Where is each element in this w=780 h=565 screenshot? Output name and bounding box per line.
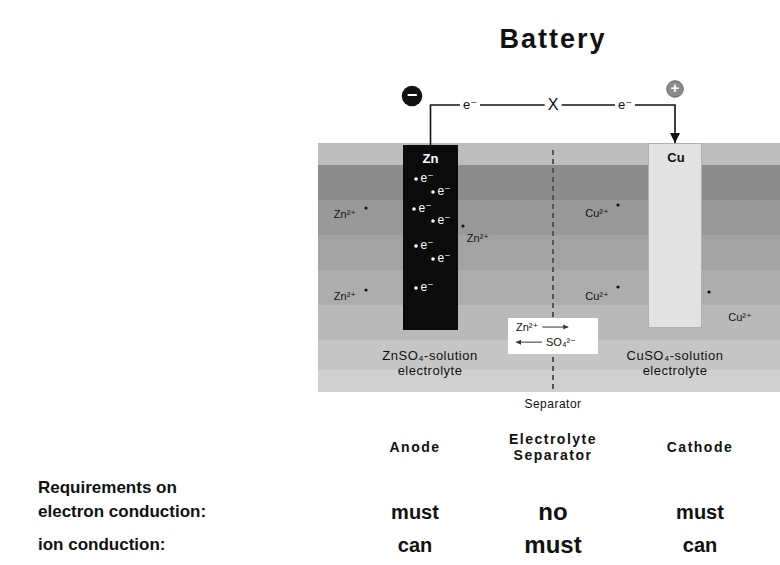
electron-label: e⁻ (420, 281, 433, 294)
electron-dot (431, 257, 435, 261)
electron-dot (431, 190, 435, 194)
electron-dot (414, 177, 418, 181)
ion-dot (364, 206, 367, 209)
electrolyte-band (318, 235, 780, 270)
ion-dot (616, 203, 619, 206)
ion-exchange-box: Zn²⁺ SO₄²⁻ (508, 318, 598, 354)
electron-label: e⁻ (460, 98, 480, 113)
electron-label: e⁻ (437, 214, 450, 227)
ion-label: Zn²⁺ (334, 208, 356, 221)
ion-label: Zn²⁺ (516, 321, 538, 333)
zinc-anode: Zn e⁻ e⁻ e⁻ e⁻ e⁻ e⁻ e⁻ (403, 145, 458, 330)
electron-label: e⁻ (418, 202, 431, 215)
table-cell: must (524, 531, 581, 559)
row-header: Requirements on (38, 478, 177, 498)
ion-label: Zn²⁺ (334, 290, 356, 303)
diagram-title: Battery (499, 24, 606, 55)
separator-label: Separator (524, 398, 581, 412)
row-header: electron conduction: (38, 502, 206, 522)
table-cell: can (683, 534, 717, 557)
table-cell: must (676, 501, 724, 524)
electrolyte-label: ZnSO₄-solution electrolyte (365, 349, 495, 379)
negative-terminal: − (401, 85, 423, 107)
table-cell: no (538, 498, 567, 526)
electron-label: e⁻ (420, 239, 433, 252)
electrolyte-band (318, 165, 780, 200)
ion-label: SO₄²⁻ (546, 336, 576, 348)
electrolyte-band (318, 200, 780, 235)
load-symbol: X (545, 96, 562, 114)
electron-label: e⁻ (615, 98, 635, 113)
copper-cathode: Cu (648, 143, 702, 328)
terminal-sign: − (407, 86, 418, 106)
row-header: ion conduction: (38, 535, 165, 555)
terminal-sign: + (671, 80, 680, 97)
ion-label: Cu²⁺ (585, 207, 609, 220)
electron-dot (412, 207, 416, 211)
electrolyte-band (318, 270, 780, 305)
ion-dot (616, 285, 619, 288)
positive-terminal: + (666, 80, 684, 98)
column-header: Cathode (667, 439, 734, 455)
separator-line (552, 150, 554, 393)
electrolyte-label: CuSO₄-solution electrolyte (610, 349, 740, 379)
column-header: Electrolyte Separator (493, 431, 613, 463)
table-cell: must (391, 501, 439, 524)
ion-label: Cu²⁺ (728, 311, 752, 324)
terminal-outline (402, 86, 423, 107)
ion-arrow-head (516, 340, 521, 345)
terminal-outline (667, 81, 684, 98)
ion-dot (707, 290, 710, 293)
electron-label: e⁻ (420, 172, 433, 185)
ion-label: Cu²⁺ (585, 290, 609, 303)
ion-dot (461, 224, 464, 227)
column-header: Anode (389, 439, 440, 455)
electrolyte-band (318, 370, 780, 392)
table-cell: can (398, 534, 432, 557)
electron-label: e⁻ (437, 252, 450, 265)
electron-dot (414, 286, 418, 290)
electrode-label: Zn (423, 152, 439, 166)
electron-dot (431, 219, 435, 223)
ion-label: Zn²⁺ (467, 232, 489, 245)
electron-label: e⁻ (437, 185, 450, 198)
electrode-label: Cu (667, 151, 684, 165)
electrolyte-band (318, 143, 780, 165)
ion-dot (364, 288, 367, 291)
electron-dot (414, 244, 418, 248)
ion-arrow-head (563, 325, 568, 330)
